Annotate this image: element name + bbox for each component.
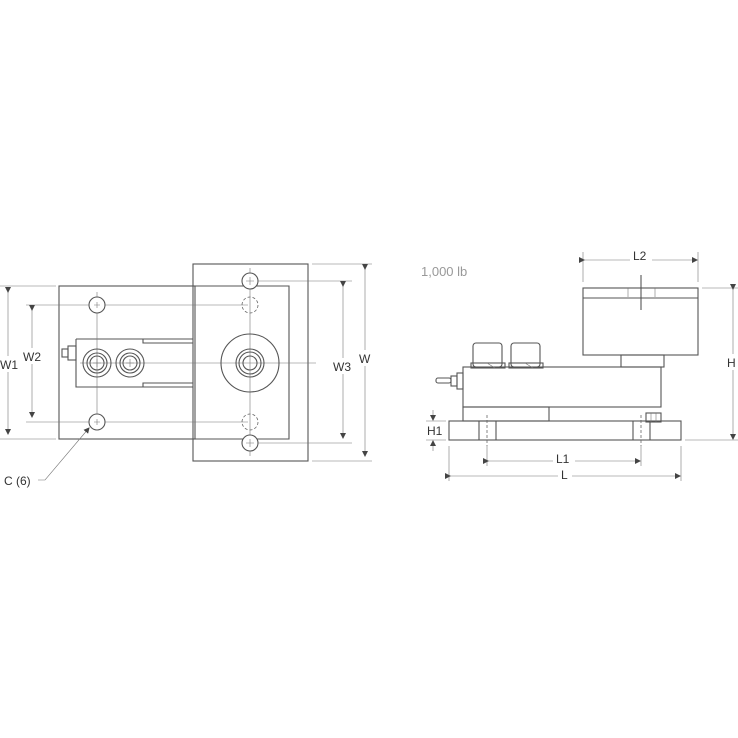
w-label: W bbox=[359, 352, 371, 366]
capacity-label: 1,000 lb bbox=[421, 264, 467, 279]
load-button-icon bbox=[220, 333, 280, 393]
beam-bolt-1 bbox=[82, 348, 112, 378]
right-top-plate bbox=[192, 263, 309, 462]
h-label: H bbox=[727, 356, 736, 370]
w1-label: W1 bbox=[0, 358, 18, 372]
left-base-plate bbox=[58, 285, 196, 440]
c-hole-label: C (6) bbox=[4, 474, 31, 488]
l2-label: L2 bbox=[633, 249, 647, 263]
side-view: 1,000 lb bbox=[421, 248, 738, 482]
hidden-hole-icon bbox=[241, 296, 259, 314]
mounting-hole-icon bbox=[88, 296, 106, 314]
w2-label: W2 bbox=[23, 350, 41, 364]
beam-bolt-2 bbox=[115, 348, 145, 378]
mounting-hole-icon bbox=[241, 434, 259, 452]
load-cell-body bbox=[462, 366, 662, 408]
hidden-hole-icon bbox=[241, 413, 259, 431]
mounting-hole-icon bbox=[88, 413, 106, 431]
w3-label: W3 bbox=[333, 360, 351, 374]
l1-label: L1 bbox=[556, 452, 570, 466]
side-base-plate bbox=[448, 420, 682, 441]
top-view: W1 W2 W3 W C (6) bbox=[0, 263, 373, 488]
h1-label: H1 bbox=[427, 424, 443, 438]
l-label: L bbox=[561, 468, 568, 482]
mounting-hole-icon bbox=[241, 272, 259, 290]
